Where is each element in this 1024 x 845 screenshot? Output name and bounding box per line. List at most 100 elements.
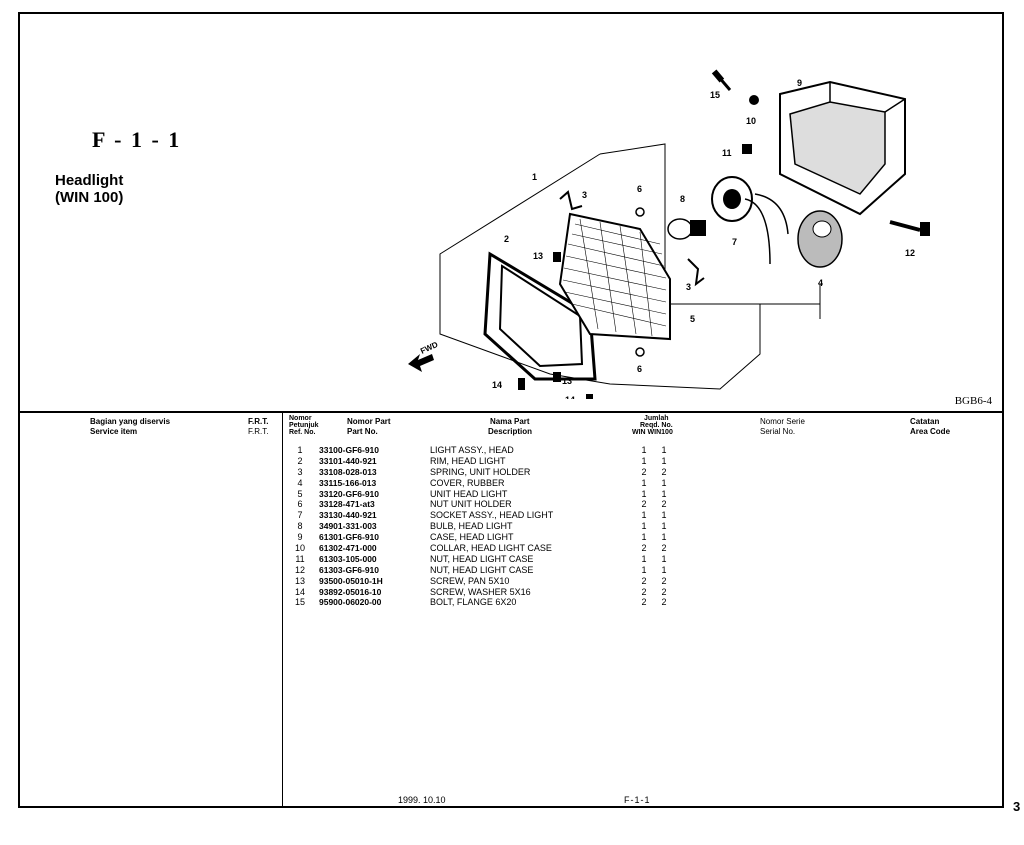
- header-area-en: Area Code: [910, 427, 951, 436]
- part-number: 61302-471-000: [319, 543, 377, 554]
- table-top-rule: [20, 411, 1002, 413]
- fwd-arrow: FWD: [408, 340, 440, 372]
- ref-number: 5: [297, 488, 303, 499]
- screw-14b: [586, 394, 593, 399]
- callout-11: 11: [722, 148, 732, 158]
- part-number: 33115-166-013: [319, 477, 377, 488]
- qty-win: 1: [641, 445, 647, 455]
- headlight-unit: [558, 212, 671, 341]
- part-number: 33101-440-921: [319, 455, 377, 466]
- part-number: 93892-05016-10: [319, 586, 382, 597]
- collar-10: [749, 95, 759, 105]
- qty-win100: 1: [661, 488, 667, 499]
- qty-win100: 2: [661, 466, 667, 477]
- qty-win100: 2: [661, 597, 667, 608]
- part-description: SPRING, UNIT HOLDER: [430, 466, 531, 477]
- ref-number: 9: [297, 532, 303, 543]
- qty-win100: 1: [661, 477, 667, 488]
- part-description: SOCKET ASSY., HEAD LIGHT: [430, 510, 554, 521]
- exploded-diagram: FWD 1 2 3 3 4 5 6 6 7 8 9 10 11 12 13 13…: [408, 69, 930, 399]
- qty-win100: 1: [661, 564, 667, 575]
- part-number: 33128-471-at3: [319, 499, 375, 510]
- header-area-id: Catatan: [910, 417, 940, 426]
- ref-number: 4: [297, 477, 303, 488]
- header-serial-en: Serial No.: [760, 427, 796, 436]
- socket: [711, 176, 789, 265]
- part-description: RIM, HEAD LIGHT: [430, 455, 506, 466]
- qty-win100: 2: [661, 499, 667, 510]
- part-number: 33130-440-921: [319, 510, 377, 521]
- callout-2: 2: [504, 234, 509, 244]
- qty-win100: 1: [661, 532, 667, 543]
- part-description: CASE, HEAD LIGHT: [430, 532, 514, 543]
- qty-win: 2: [641, 586, 647, 597]
- callout-3b: 3: [686, 282, 691, 292]
- qty-win: 2: [641, 499, 647, 510]
- qty-win: 2: [641, 597, 647, 608]
- header-service-item-id: Bagian yang diservis: [90, 417, 171, 426]
- header-desc-id: Nama Part: [490, 417, 530, 426]
- callout-6b: 6: [637, 364, 642, 374]
- part-description: SCREW, WASHER 5X16: [430, 586, 531, 597]
- callout-15: 15: [710, 90, 720, 100]
- part-number: 95900-06020-00: [319, 597, 382, 608]
- qty-win: 1: [641, 455, 647, 466]
- header-desc-en: Description: [488, 427, 533, 436]
- ref-number: 10: [294, 543, 305, 554]
- nut-11: [742, 144, 752, 154]
- nut-6a: [635, 207, 645, 217]
- header-ref-3: Ref. No.: [289, 429, 316, 436]
- callout-14b: 14: [565, 395, 575, 399]
- parts-catalog-sheet: F - 1 - 1 Headlight (WIN 100): [18, 12, 1004, 808]
- ref-number: 11: [295, 553, 305, 564]
- footer-code: F-1-1: [624, 795, 651, 805]
- header-qty-1: Jumlah: [644, 415, 669, 422]
- callout-12: 12: [905, 248, 915, 258]
- column-divider: [282, 411, 283, 806]
- section-code: F - 1 - 1: [92, 127, 182, 152]
- part-description: NUT, HEAD LIGHT CASE: [430, 553, 534, 564]
- callout-4: 4: [818, 278, 823, 288]
- qty-win: 1: [641, 488, 647, 499]
- header-part-no-en: Part No.: [347, 427, 378, 436]
- part-description: SCREW, PAN 5X10: [430, 575, 510, 586]
- qty-win: 1: [641, 477, 647, 488]
- callout-7: 7: [732, 237, 737, 247]
- part-description: LIGHT ASSY., HEAD: [430, 445, 514, 455]
- nut-6b: [635, 347, 645, 357]
- qty-win100: 1: [661, 553, 667, 564]
- qty-win100: 2: [661, 586, 667, 597]
- header-qty-3: WIN WIN100: [632, 429, 673, 436]
- spring-3b: [687, 258, 705, 287]
- ref-number: 14: [294, 586, 305, 597]
- qty-win100: 2: [661, 543, 667, 554]
- header-qty-2: Reqd. No.: [640, 422, 673, 429]
- callout-1: 1: [532, 172, 537, 182]
- part-number: 34901-331-003: [319, 521, 377, 532]
- page-number: 3: [1013, 799, 1021, 814]
- fwd-label: FWD: [419, 340, 440, 356]
- part-description: UNIT HEAD LIGHT: [430, 488, 508, 499]
- ref-number: 7: [297, 510, 303, 521]
- rubber-cover: [797, 210, 843, 268]
- part-number: 33100-GF6-910: [319, 445, 380, 455]
- callout-3a: 3: [582, 190, 587, 200]
- part-number: 33120-GF6-910: [319, 488, 380, 499]
- callout-10: 10: [746, 116, 756, 126]
- screw-13a: [553, 252, 561, 262]
- part-number: 61301-GF6-910: [319, 532, 380, 543]
- qty-win100: 2: [661, 575, 667, 586]
- ref-number: 2: [297, 455, 303, 466]
- part-description: NUT, HEAD LIGHT CASE: [430, 564, 534, 575]
- assembly-outline: [439, 143, 761, 390]
- section-title-line2: (WIN 100): [55, 189, 124, 206]
- ref-number: 15: [294, 597, 305, 608]
- ref-number: 12: [294, 564, 305, 575]
- callout-13a: 13: [533, 251, 543, 261]
- headlight-case: [779, 80, 906, 216]
- header-service-item-en: Service item: [90, 427, 138, 436]
- part-description: BULB, HEAD LIGHT: [430, 521, 513, 532]
- qty-win: 2: [641, 543, 647, 554]
- header-frt-1: F.R.T.: [248, 417, 269, 426]
- callout-6a: 6: [637, 184, 642, 194]
